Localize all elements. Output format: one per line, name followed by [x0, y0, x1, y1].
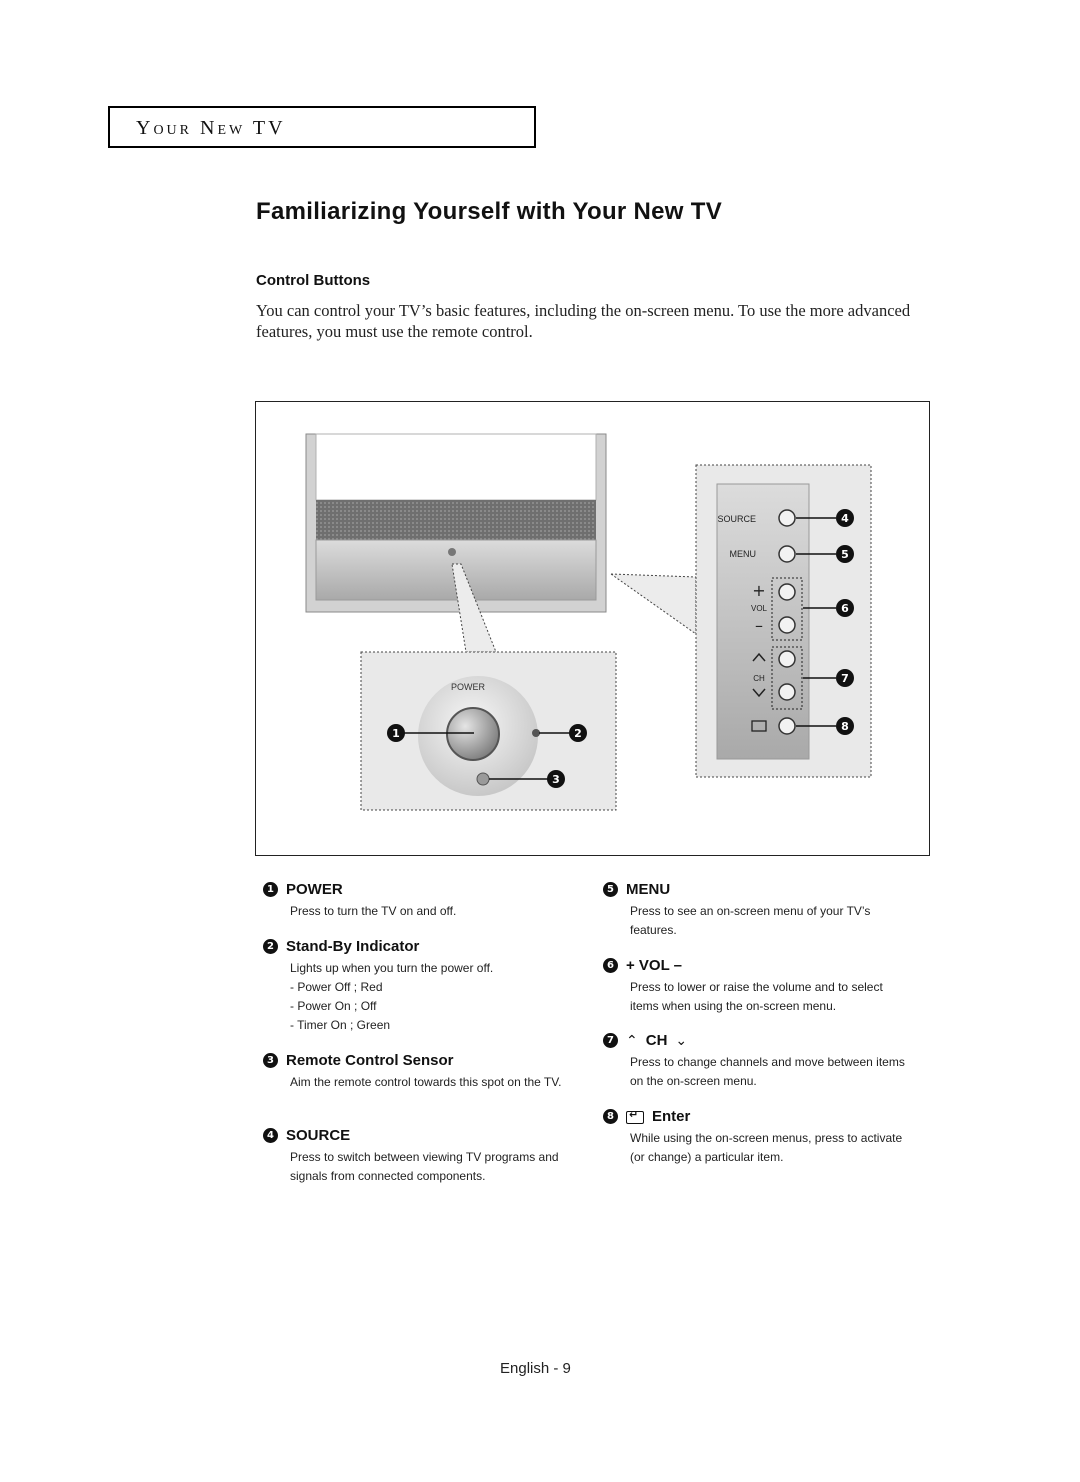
callout-badge	[387, 724, 405, 742]
item-volume: 6 + VOL – Press to lower or raise the vo…	[603, 957, 913, 1016]
section-tab: Your New TV	[108, 106, 536, 148]
chevron-down-icon: ⌄	[675, 1032, 688, 1049]
item-title: + VOL –	[626, 957, 683, 974]
item-description: Press to see an on-screen menu of your T…	[630, 904, 871, 937]
page-title: Familiarizing Yourself with Your New TV	[256, 198, 723, 225]
callout-badge	[569, 724, 587, 742]
item-description: While using the on-screen menus, press t…	[630, 1131, 903, 1164]
list-item: Power Off ; Red	[290, 978, 573, 997]
section-tab-label: Your New TV	[136, 117, 286, 139]
item-description: Press to change channels and move betwee…	[630, 1055, 905, 1088]
callout-number: 2	[263, 939, 278, 954]
callout-number: 1	[263, 882, 278, 897]
item-enter: 8 Enter While using the on-screen menus,…	[603, 1108, 913, 1167]
item-title: Enter	[652, 1108, 691, 1125]
callout-number: 7	[841, 672, 849, 685]
item-description: Press to switch between viewing TV progr…	[290, 1150, 559, 1183]
callout-number: 7	[603, 1033, 618, 1048]
section-subtitle: Control Buttons	[256, 272, 371, 289]
callout-number: 8	[603, 1109, 618, 1124]
callout-number: 1	[392, 727, 400, 740]
callout-badge	[836, 599, 854, 617]
item-standby-indicator: 2 Stand-By Indicator Lights up when you …	[263, 938, 573, 1035]
item-title: POWER	[286, 881, 343, 898]
item-remote-sensor: 3 Remote Control Sensor Aim the remote c…	[263, 1052, 573, 1092]
item-title: MENU	[626, 881, 671, 898]
list-item: Timer On ; Green	[290, 1016, 573, 1035]
chevron-up-icon: ⌃	[626, 1032, 638, 1049]
callout-number: 4	[841, 512, 849, 525]
callout-number: 4	[263, 1128, 278, 1143]
callout-number: 6	[841, 602, 849, 615]
callout-badge	[836, 509, 854, 527]
power-label: POWER	[451, 682, 486, 692]
item-power: 1 POWER Press to turn the TV on and off.	[263, 881, 563, 921]
item-description: Aim the remote control towards this spot…	[290, 1075, 562, 1089]
enter-icon	[626, 1108, 644, 1124]
svg-text:+: +	[752, 581, 765, 600]
callout-number: 5	[603, 882, 618, 897]
callout-number: 3	[552, 773, 560, 786]
callout-badge	[547, 770, 565, 788]
item-channel: 7 ⌃ CH ⌄ Press to change channels and mo…	[603, 1032, 913, 1091]
list-item: Power On ; Off	[290, 997, 573, 1016]
vol-label: VOL	[751, 604, 768, 613]
item-title: SOURCE	[286, 1127, 351, 1144]
intro-paragraph: You can control your TV’s basic features…	[256, 301, 911, 341]
item-menu: 5 MENU Press to see an on-screen menu of…	[603, 881, 913, 940]
item-source: 4 SOURCE Press to switch between viewing…	[263, 1127, 573, 1186]
callout-number: 6	[603, 958, 618, 973]
callout-badge	[836, 717, 854, 735]
callout-badge	[836, 545, 854, 563]
callout-number: 5	[841, 548, 849, 561]
standby-status-list: Power Off ; Red Power On ; Off Timer On …	[290, 978, 573, 1035]
callout-number: 2	[574, 727, 582, 740]
item-description: Press to lower or raise the volume and t…	[630, 980, 883, 1013]
ch-label: CH	[753, 674, 765, 683]
control-buttons-figure: POWER SOURCE MENU + VOL – CH 1 2 3 4 5 6 7 8	[255, 401, 930, 856]
item-title: Stand-By Indicator	[286, 938, 420, 955]
svg-text:–: –	[755, 616, 763, 635]
callout-number: 3	[263, 1053, 278, 1068]
tv-illustration: POWER SOURCE MENU + VOL – CH 1 2 3 4 5 6 7 8	[305, 433, 872, 811]
callout-number: 8	[841, 720, 849, 733]
item-title: CH	[645, 1032, 668, 1049]
item-title: Remote Control Sensor	[286, 1052, 454, 1069]
item-description: Press to turn the TV on and off.	[290, 904, 457, 918]
callout-badge	[836, 669, 854, 687]
page-footer: English - 9	[500, 1360, 571, 1377]
menu-label: MENU	[730, 549, 757, 559]
source-label: SOURCE	[717, 514, 756, 524]
item-description: Lights up when you turn the power off.	[290, 961, 494, 975]
